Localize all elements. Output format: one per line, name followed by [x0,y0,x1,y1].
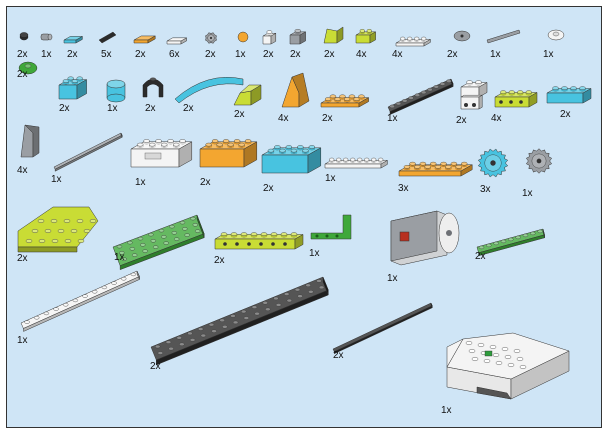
tile-orange-icon [133,35,156,44]
round-plate-green-icon [18,61,38,75]
quantity-label-brick-1x1-white: 2x [263,49,274,60]
quantity-label-technic-brick-1x8-lime: 2x [214,255,225,266]
quantity-label-bracket-white: 2x [456,115,467,126]
plate-1x10-black-icon [387,78,454,115]
brick-2x2-azure-icon [58,76,87,100]
slope-lime-icon [323,26,344,44]
brick-2x4-orange-icon [199,139,258,168]
quantity-label-l-beam-green: 1x [309,248,320,259]
quantity-label-round-tile-white: 1x [543,49,554,60]
quantity-label-axle-pin-black: 5x [101,49,112,60]
quantity-label-plate-1x16-black: 2x [333,350,344,361]
parts-list-panel: 2x 1x 2x 5x 2x 6x 2x 1x 2x 2x 2x 4x 4x 2x 1x 1x 2x 2x 1x 2x… [6,6,602,428]
round-orange-icon [237,31,249,43]
gear-azure-icon [478,148,508,178]
smarthub-white-icon [446,332,570,400]
plate-2x6-orange-icon [398,161,473,177]
bracket-white-icon [460,80,488,110]
quantity-label-slope-brick-lime: 2x [234,109,245,120]
quantity-label-plate-2x6-orange: 3x [398,183,409,194]
quantity-label-brick-1x1-gray: 2x [290,49,301,60]
brick-2x4-azure-icon [261,145,322,174]
quantity-label-brick-2x2-azure: 2x [59,103,70,114]
brick-2x4-white-icon [130,139,193,168]
quantity-label-gear-azure: 3x [480,184,491,195]
quantity-label-plate-1x8-white: 1x [325,173,336,184]
tile-white-icon [166,37,187,45]
brick-1x2-lime-icon [355,29,376,44]
round-brick-azure-icon [106,79,126,103]
beam-green-icon [476,228,545,257]
axle-gray-icon [486,29,521,44]
brick-1x1-white-icon [262,30,277,45]
arch-black-icon [142,77,164,98]
l-beam-green-icon [310,214,352,240]
quantity-label-round-orange: 1x [235,49,246,60]
quantity-label-brick-1x4-azure: 2x [560,109,571,120]
axle-long-gray-icon [53,132,123,172]
quantity-label-slope-gray: 4x [17,165,28,176]
quantity-label-round-brick-azure: 1x [107,103,118,114]
pulley-gray-icon [453,30,471,42]
quantity-label-brick-2x4-orange: 2x [200,177,211,188]
technic-brick-1x8-lime-icon [214,232,304,250]
quantity-label-tile-azure: 2x [67,49,78,60]
quantity-label-gear-small-gray: 2x [205,49,216,60]
axle-pin-black-icon [98,31,117,44]
quantity-label-slope-lime: 2x [324,49,335,60]
quantity-label-round-stud-black: 2x [17,49,28,60]
round-stud-black-icon [19,32,29,41]
gear-small-gray-icon [205,32,217,44]
wedge-plate-lime-icon [17,206,99,253]
quantity-label-motor-gray: 1x [387,273,398,284]
plate-4x8-green-icon [112,214,205,270]
quantity-label-plate-1x10-black: 1x [387,113,398,124]
quantity-label-curved-slope-azure: 2x [183,103,194,114]
brick-1x4-azure-icon [546,86,592,104]
quantity-label-plate-2x16-black: 2x [150,361,161,372]
slope-orange-icon [281,72,310,108]
tile-azure-icon [63,36,83,44]
plate-2x4-orange-icon [320,94,369,108]
quantity-label-axle-long-gray: 1x [51,174,62,185]
quantity-label-beam-green: 2x [475,251,486,262]
quantity-label-tile-orange: 2x [135,49,146,60]
quantity-label-round-plate-green: 2x [17,69,28,80]
round-tile-white-icon [547,29,565,41]
bush-gray-icon [40,33,53,41]
quantity-label-wedge-plate-lime: 2x [17,253,28,264]
slope-brick-lime-icon [233,84,262,106]
quantity-label-brick-1x2-lime: 4x [356,49,367,60]
quantity-label-plate-1x12-white: 1x [17,335,28,346]
plate-1x4-white-icon [395,36,431,47]
quantity-label-technic-brick-lime: 4x [491,113,502,124]
plate-1x16-black-icon [332,302,433,354]
brick-1x1-gray-icon [289,29,306,45]
quantity-label-tile-white: 6x [169,49,180,60]
gear-gray-icon [526,148,552,174]
quantity-label-plate-1x4-white: 4x [392,49,403,60]
curved-slope-azure-icon [174,76,244,104]
quantity-label-axle-gray: 1x [490,49,501,60]
motor-gray-icon [390,210,460,266]
quantity-label-smarthub-white: 1x [441,405,452,416]
plate-1x8-white-icon [324,157,388,169]
quantity-label-plate-4x8-green: 1x [114,252,125,263]
quantity-label-plate-2x4-orange: 2x [322,113,333,124]
quantity-label-gear-gray: 1x [522,188,533,199]
quantity-label-pulley-gray: 2x [447,49,458,60]
plate-1x12-white-icon [20,270,140,332]
slope-gray-icon [20,124,40,158]
quantity-label-brick-2x4-azure: 2x [263,183,274,194]
quantity-label-bush-gray: 1x [41,49,52,60]
quantity-label-slope-orange: 4x [278,113,289,124]
plate-2x16-black-icon [150,276,329,366]
quantity-label-brick-2x4-white: 1x [135,177,146,188]
technic-brick-lime-icon [494,90,538,108]
quantity-label-arch-black: 2x [145,103,156,114]
parts-illustration-canvas [17,26,592,400]
